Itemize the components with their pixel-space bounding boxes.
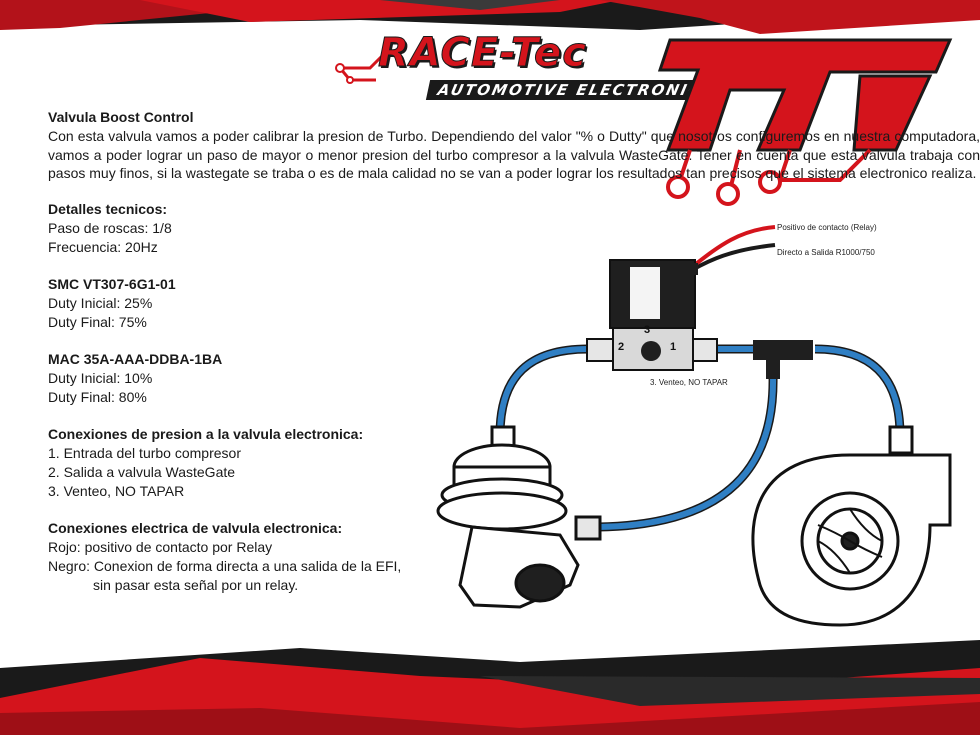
content-column: Valvula Boost Control Con esta valvula v… [48,108,980,595]
intro-title: Valvula Boost Control [48,109,194,125]
port-1-label: 1 [670,341,677,353]
turbo-compressor-icon [751,425,952,627]
pressure-line: 1. Entrada del turbo compresor [48,444,241,461]
diagram-drawing [436,225,952,627]
pressure-line: 3. Venteo, NO TAPAR [48,482,185,499]
tech-line: Paso de roscas: 1/8 [48,219,172,236]
mac-line: Duty Final: 80% [48,388,147,405]
pressure-line: 2. Salida a valvula WasteGate [48,463,236,480]
red-wire [690,225,776,269]
intro-paragraph: Con esta valvula vamos a poder calibrar … [48,128,980,181]
electric-title: Conexiones electrica de valvula electron… [48,519,343,536]
connection-diagram: Positivo de contacto (Relay) Directo a S… [430,205,980,635]
tee-fitting-icon [753,340,813,379]
electric-line: Negro: Conexion de forma directa a una s… [48,557,402,574]
bottom-decorative-band [0,640,980,735]
tech-title: Detalles tecnicos: [48,200,168,217]
label-direct-output: Directo a Salida R1000/750 [777,248,875,257]
smc-title: SMC VT307-6G1-01 [48,275,176,292]
label-vent: 3. Venteo, NO TAPAR [650,378,728,387]
port-3-label: 3 [644,324,651,336]
brand-name: RACE-Tec [378,30,587,77]
smc-line: Duty Final: 75% [48,313,147,330]
top-decorative-band [0,0,980,34]
mac-line: Duty Inicial: 10% [48,369,153,386]
mac-title: MAC 35A-AAA-DDBA-1BA [48,350,223,367]
solenoid-valve-icon [586,259,718,371]
port-2-label: 2 [618,341,625,353]
pressure-title: Conexiones de presion a la valvula elect… [48,425,364,442]
electric-line: sin pasar esta señal por un relay. [93,576,299,593]
circuit-trace-icon [335,54,384,84]
blue-hose [497,346,903,530]
label-positive-relay: Positivo de contacto (Relay) [777,223,877,232]
brand-logo: RACE-Tec AUTOMOTIVE ELECTRONIC [330,18,970,206]
electric-line: Rojo: positivo de contacto por Relay [48,538,273,555]
tech-line: Frecuencia: 20Hz [48,238,158,255]
wastegate-icon [436,425,602,609]
smc-line: Duty Inicial: 25% [48,294,153,311]
rt-monogram-logo [657,38,953,206]
